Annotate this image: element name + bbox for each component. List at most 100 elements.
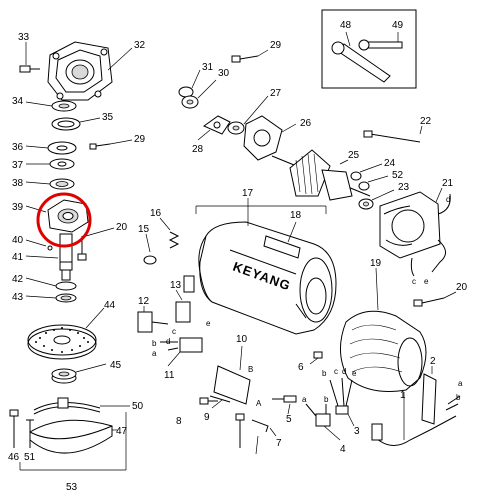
label-52: 52 [392,170,404,181]
plate-mark-A: A [256,399,262,408]
capacitor-wire-b: b [324,395,329,404]
label-17: 17 [242,188,254,199]
label-19: 19 [370,258,382,269]
screw-8a [199,397,218,405]
cord-wire-a: a [458,379,463,388]
label-26: 26 [300,118,312,129]
label-34: 34 [12,96,24,107]
label-35: 35 [102,112,114,123]
bearing-38 [25,178,75,190]
label-13: 13 [170,280,182,291]
label-11: 11 [164,370,175,381]
key-40 [25,239,53,251]
stator-21: d c e [379,187,451,286]
gear-housing-32 [47,41,133,101]
capacitor-4: a b [302,395,341,441]
label-12: 12 [138,296,150,307]
stator-wire-c: c [412,277,416,286]
label-51: 51 [24,452,36,463]
label-47: 47 [116,426,128,437]
label-32: 32 [134,40,146,51]
terminal-wire-e: e [352,369,357,378]
brush-holder-13 [175,289,191,323]
spring-16 [159,217,180,249]
screw-20-right [413,291,457,307]
label-49: 49 [392,20,404,31]
terminal-3: b c d e [322,367,357,427]
washer-42 [25,277,77,291]
cord-1: a b [371,379,463,446]
switch-wire-c: c [172,327,176,336]
label-37: 37 [12,160,24,171]
switch-wire-a: a [152,349,157,358]
capacitor-wire-a: a [302,395,307,404]
label-41: 41 [12,252,24,263]
bearing-27 [227,95,269,135]
label-22: 22 [420,116,432,127]
bracket-53 [19,412,127,471]
carbon-brush-14 [183,275,195,293]
rear-cover-19 [340,267,427,392]
clip-7 [251,419,277,437]
motor-housing-17: KEYANG [198,198,337,335]
screw-6 [309,351,323,365]
label-30: 30 [218,68,230,79]
label-18: 18 [290,210,302,221]
bearing-cover-39 [25,199,89,233]
label-48: 48 [340,20,352,31]
label-10: 10 [236,334,248,345]
disc-perforations [35,327,89,353]
label-1: 1 [400,390,406,401]
lock-nut-45 [51,363,107,384]
screw-5 [272,395,297,415]
bearing-52 [358,175,389,191]
plate-mark-B: B [248,365,253,374]
label-3: 3 [354,426,360,437]
label-4: 4 [340,444,346,455]
bearing-holder-28 [197,115,231,141]
bearing-24 [350,163,383,181]
screw-51 [26,419,34,448]
label-28: 28 [192,144,204,155]
cord-guard-2 [421,366,437,425]
label-15: 15 [138,224,150,235]
label-50: 50 [132,401,144,412]
part-number-labels: 33 32 34 35 29 36 37 38 39 20 40 41 42 4… [8,20,468,493]
baffle-26 [243,115,297,161]
label-38: 38 [12,178,24,189]
label-31: 31 [202,62,214,73]
spindle-41 [25,233,73,281]
bearing-43 [25,293,77,303]
screw-8b [235,413,259,455]
clamp-band-50 [33,397,130,415]
gear-35 [51,117,101,131]
label-29b: 29 [270,40,282,51]
grinding-disc-44 [27,307,105,360]
label-2: 2 [430,356,436,367]
wheel-guard-47 [29,419,118,454]
switch-wire-e: e [206,319,211,328]
stator-wire-e: e [424,277,429,286]
highlight-circle [36,192,92,248]
screw-29-left [89,139,133,150]
switch-wire-d: d [166,337,170,346]
label-53: 53 [66,482,78,493]
bracket-17 [195,205,327,214]
label-20a: 20 [116,222,128,233]
label-44: 44 [104,300,116,311]
label-42: 42 [12,274,24,285]
label-plate-18 [263,221,301,259]
stator-wire-d: d [446,195,450,204]
label-8a: 8 [176,416,182,427]
switch-lever-9 [209,395,231,409]
label-24: 24 [384,158,396,169]
screw-29-top [231,49,269,63]
washer-37 [26,158,75,170]
label-7: 7 [276,438,282,449]
label-16: 16 [150,208,162,219]
switch-plate-10: A B [213,345,262,408]
terminal-wire-d: d [342,367,346,376]
screw-46 [9,409,19,448]
label-39: 39 [12,202,24,213]
